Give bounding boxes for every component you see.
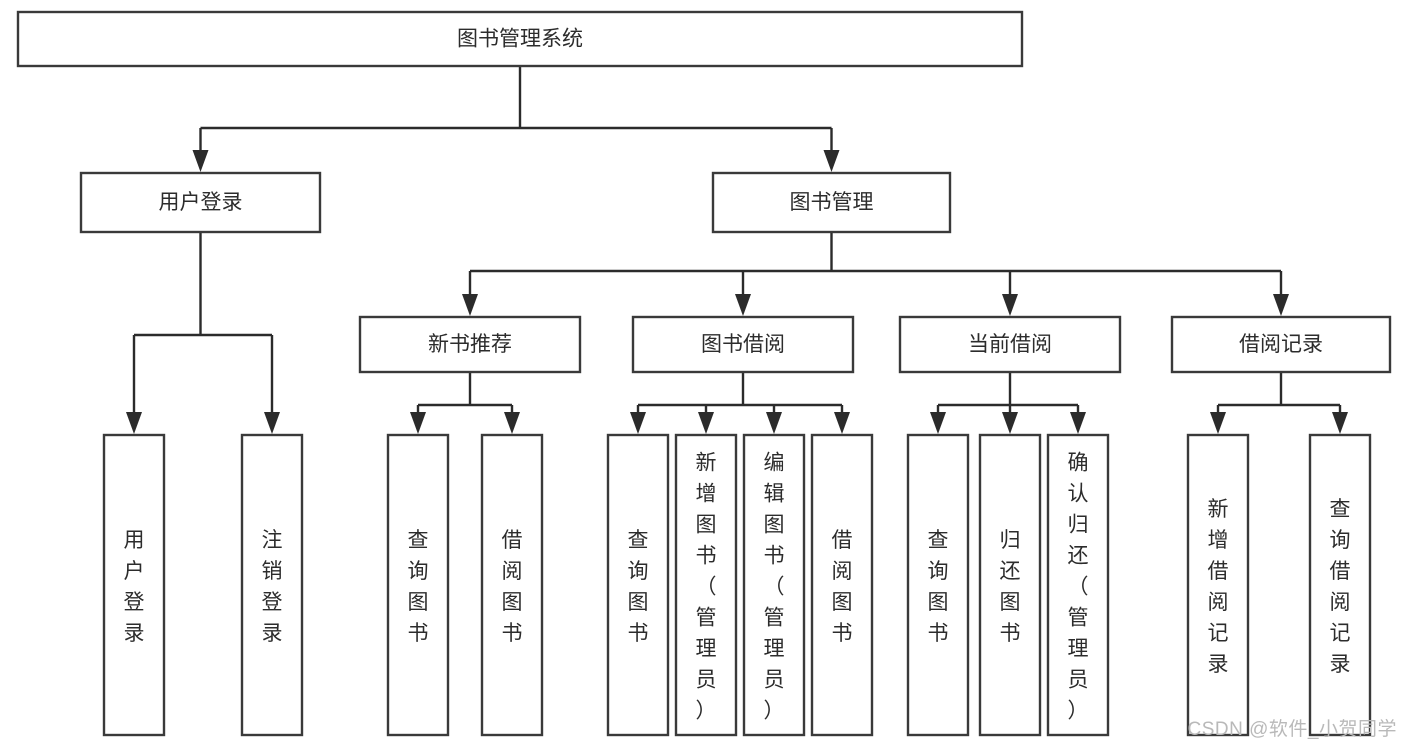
node-leaf-borrow-book-2[interactable]: 借阅图书 <box>810 433 874 737</box>
node-book-manage[interactable]: 图书管理 <box>711 171 952 234</box>
node-label-leaf-query-record: 查询借阅记录 <box>1330 498 1351 676</box>
node-label-new-book-rec: 新书推荐 <box>428 333 512 356</box>
node-borrow-record[interactable]: 借阅记录 <box>1170 315 1392 374</box>
node-box-leaf-logout[interactable] <box>240 433 304 737</box>
node-root[interactable]: 图书管理系统 <box>16 10 1024 68</box>
node-box-leaf-return-book[interactable] <box>978 433 1042 737</box>
node-label-user-login: 用户登录 <box>159 191 243 214</box>
watermark-label: CSDN @软件_小贺同学 <box>1187 719 1397 740</box>
connector-group <box>126 232 280 434</box>
node-label-borrow-record: 借阅记录 <box>1239 333 1323 356</box>
node-label-root: 图书管理系统 <box>457 28 583 51</box>
node-label-leaf-edit-book: 编辑图书（管理员） <box>764 452 785 723</box>
node-box-leaf-add-book[interactable] <box>674 433 738 737</box>
connector-group <box>462 232 1289 316</box>
node-leaf-edit-book[interactable]: 编辑图书（管理员） <box>742 433 806 737</box>
node-box-current-borrow[interactable] <box>898 315 1122 374</box>
node-box-book-borrow[interactable] <box>631 315 855 374</box>
node-label-leaf-borrow-book-2: 借阅图书 <box>832 529 853 645</box>
node-label-book-borrow: 图书借阅 <box>701 333 785 356</box>
node-new-book-rec[interactable]: 新书推荐 <box>358 315 582 374</box>
node-leaf-add-record[interactable]: 新增借阅记录 <box>1186 433 1250 737</box>
node-leaf-return-book[interactable]: 归还图书 <box>978 433 1042 737</box>
node-box-leaf-borrow-book-2[interactable] <box>810 433 874 737</box>
node-book-borrow[interactable]: 图书借阅 <box>631 315 855 374</box>
node-leaf-query-book-1[interactable]: 查询图书 <box>386 433 450 737</box>
node-box-leaf-confirm-return[interactable] <box>1046 433 1110 737</box>
node-box-leaf-query-book-2[interactable] <box>606 433 670 737</box>
node-label-leaf-confirm-return: 确认归还（管理员） <box>1068 452 1089 723</box>
node-label-leaf-return-book: 归还图书 <box>1000 529 1021 645</box>
node-box-leaf-user-login[interactable] <box>102 433 166 737</box>
node-box-leaf-query-book-3[interactable] <box>906 433 970 737</box>
node-leaf-query-book-3[interactable]: 查询图书 <box>906 433 970 737</box>
connector-group <box>1210 372 1348 434</box>
connector-group <box>630 372 850 434</box>
node-label-leaf-query-book-1: 查询图书 <box>408 529 429 645</box>
node-leaf-logout[interactable]: 注销登录 <box>240 433 304 737</box>
node-box-new-book-rec[interactable] <box>358 315 582 374</box>
node-leaf-query-book-2[interactable]: 查询图书 <box>606 433 670 737</box>
node-leaf-query-record[interactable]: 查询借阅记录 <box>1308 433 1372 737</box>
node-leaf-user-login[interactable]: 用户登录 <box>102 433 166 737</box>
node-label-leaf-query-book-2: 查询图书 <box>628 529 649 645</box>
connector-group <box>192 66 840 172</box>
connector-group <box>410 372 520 434</box>
node-leaf-borrow-book-1[interactable]: 借阅图书 <box>480 433 544 737</box>
node-user-login[interactable]: 用户登录 <box>79 171 322 234</box>
node-box-leaf-query-record[interactable] <box>1308 433 1372 737</box>
connector-layer <box>126 66 1348 434</box>
node-box-leaf-add-record[interactable] <box>1186 433 1250 737</box>
node-label-leaf-query-book-3: 查询图书 <box>928 529 949 645</box>
node-label-leaf-logout: 注销登录 <box>262 529 283 645</box>
node-box-book-manage[interactable] <box>711 171 952 234</box>
node-box-leaf-edit-book[interactable] <box>742 433 806 737</box>
node-layer: 图书管理系统用户登录图书管理新书推荐图书借阅当前借阅借阅记录用户登录注销登录查询… <box>16 10 1392 737</box>
node-box-leaf-borrow-book-1[interactable] <box>480 433 544 737</box>
node-label-book-manage: 图书管理 <box>790 191 874 214</box>
node-label-leaf-add-book: 新增图书（管理员） <box>696 452 717 723</box>
node-label-current-borrow: 当前借阅 <box>968 333 1052 356</box>
node-box-root[interactable] <box>16 10 1024 68</box>
node-leaf-add-book[interactable]: 新增图书（管理员） <box>674 433 738 737</box>
node-label-leaf-add-record: 新增借阅记录 <box>1208 498 1229 676</box>
node-label-leaf-borrow-book-1: 借阅图书 <box>502 529 523 645</box>
node-box-user-login[interactable] <box>79 171 322 234</box>
node-label-leaf-user-login: 用户登录 <box>124 529 145 645</box>
node-current-borrow[interactable]: 当前借阅 <box>898 315 1122 374</box>
connector-group <box>930 372 1086 434</box>
node-box-leaf-query-book-1[interactable] <box>386 433 450 737</box>
node-leaf-confirm-return[interactable]: 确认归还（管理员） <box>1046 433 1110 737</box>
node-box-borrow-record[interactable] <box>1170 315 1392 374</box>
